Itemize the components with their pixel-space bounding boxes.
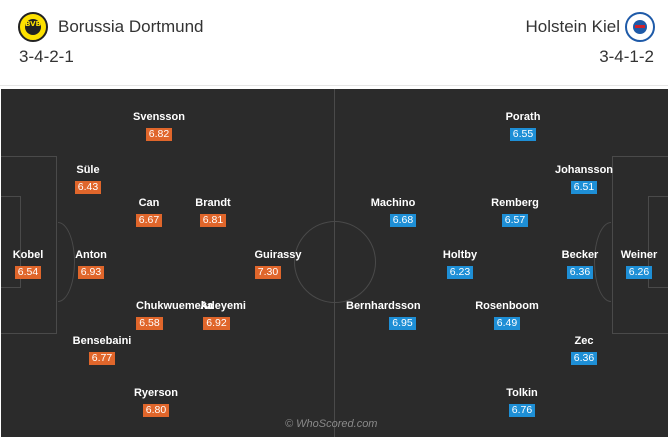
player-weiner[interactable]: Weiner 6.26 [604, 248, 668, 280]
player-johansson[interactable]: Johansson 6.51 [549, 163, 619, 195]
player-zec[interactable]: Zec 6.36 [549, 334, 619, 366]
player-rating: 6.57 [501, 214, 529, 227]
player-name: Tolkin [506, 387, 538, 399]
player-rating: 6.80 [142, 404, 170, 417]
player-name: Rosenboom [475, 300, 539, 312]
player-name: Johansson [554, 164, 614, 176]
player-name: Kobel [12, 249, 44, 261]
player-svensson[interactable]: Svensson 6.82 [124, 110, 194, 142]
player-name: Brandt [195, 197, 231, 209]
player-name: Chukwuemeka [136, 300, 214, 312]
player-guirassy[interactable]: Guirassy 7.30 [243, 248, 313, 280]
player-becker[interactable]: Becker 6.36 [545, 248, 615, 280]
player-kobel[interactable]: Kobel 6.54 [1, 248, 63, 280]
pitch: Kobel 6.54 Anton 6.93 Süle 6.43 Bensebai… [1, 89, 668, 437]
home-team-name[interactable]: Borussia Dortmund [58, 17, 204, 36]
away-formation: 3-4-1-2 [599, 47, 654, 66]
player-rating: 6.76 [508, 404, 536, 417]
player-rating: 6.23 [446, 266, 474, 279]
away-team-name[interactable]: Holstein Kiel [525, 17, 621, 36]
player-ryerson[interactable]: Ryerson 6.80 [121, 386, 191, 418]
player-rating: 6.92 [203, 317, 230, 330]
player-rating: 6.81 [199, 214, 227, 227]
player-rating: 6.77 [88, 352, 116, 365]
player-rating: 6.49 [493, 317, 521, 330]
player-rating: 6.93 [77, 266, 105, 279]
player-rating: 6.26 [625, 266, 653, 279]
player-machino[interactable]: Machino 6.68 [358, 196, 428, 228]
player-name: Becker [561, 249, 599, 261]
borussia-dortmund-crest-icon: BVB [18, 12, 48, 42]
player-sule[interactable]: Süle 6.43 [53, 163, 123, 195]
player-name: Holtby [442, 249, 478, 261]
player-porath[interactable]: Porath 6.55 [488, 110, 558, 142]
player-rating: 6.54 [14, 266, 42, 279]
player-bensebaini[interactable]: Bensebaini 6.77 [67, 334, 137, 366]
player-rating: 6.43 [74, 181, 102, 194]
player-bernhardsson[interactable]: Bernhardsson 6.95 [346, 299, 421, 331]
player-chukwuemeka[interactable]: Chukwuemeka 6.58 [136, 299, 214, 331]
player-name: Bernhardsson [346, 300, 421, 312]
home-formation: 3-4-2-1 [19, 47, 74, 66]
player-adeyemi[interactable]: Adeyemi 6.92 [188, 299, 258, 331]
player-can[interactable]: Can 6.67 [114, 196, 184, 228]
match-header: BVB Borussia Dortmund 3-4-2-1 Holstein K… [0, 0, 668, 86]
player-name: Ryerson [133, 387, 179, 399]
player-rating: 6.82 [145, 128, 173, 141]
away-penalty-box [612, 156, 668, 334]
player-name: Adeyemi [200, 300, 246, 312]
player-name: Can [138, 197, 160, 209]
player-rating: 6.68 [389, 214, 417, 227]
player-name: Porath [505, 111, 541, 123]
player-rating: 6.58 [136, 317, 163, 330]
player-name: Süle [76, 164, 100, 176]
player-rating: 6.36 [566, 266, 594, 279]
player-name: Remberg [491, 197, 539, 209]
center-circle [294, 221, 376, 303]
away-goal-box [648, 196, 668, 288]
player-name: Zec [574, 335, 594, 347]
player-rating: 6.67 [135, 214, 163, 227]
player-rating: 6.51 [570, 181, 598, 194]
home-goal-box [1, 196, 21, 288]
home-penalty-box [1, 156, 57, 334]
player-rosenboom[interactable]: Rosenboom 6.49 [472, 299, 542, 331]
player-anton[interactable]: Anton 6.93 [56, 248, 126, 280]
player-rating: 6.55 [509, 128, 537, 141]
player-rating: 6.36 [570, 352, 598, 365]
whoscored-watermark: © WhoScored.com [285, 418, 378, 430]
player-name: Bensebaini [72, 335, 132, 347]
player-tolkin[interactable]: Tolkin 6.76 [487, 386, 557, 418]
player-brandt[interactable]: Brandt 6.81 [178, 196, 248, 228]
player-remberg[interactable]: Remberg 6.57 [480, 196, 550, 228]
player-rating: 7.30 [254, 266, 282, 279]
player-name: Guirassy [254, 249, 302, 261]
player-name: Weiner [620, 249, 658, 261]
player-rating: 6.95 [389, 317, 416, 330]
player-name: Machino [370, 197, 416, 209]
holstein-kiel-crest-icon [625, 12, 655, 42]
player-holtby[interactable]: Holtby 6.23 [425, 248, 495, 280]
player-name: Anton [75, 249, 107, 261]
player-name: Svensson [133, 111, 185, 123]
